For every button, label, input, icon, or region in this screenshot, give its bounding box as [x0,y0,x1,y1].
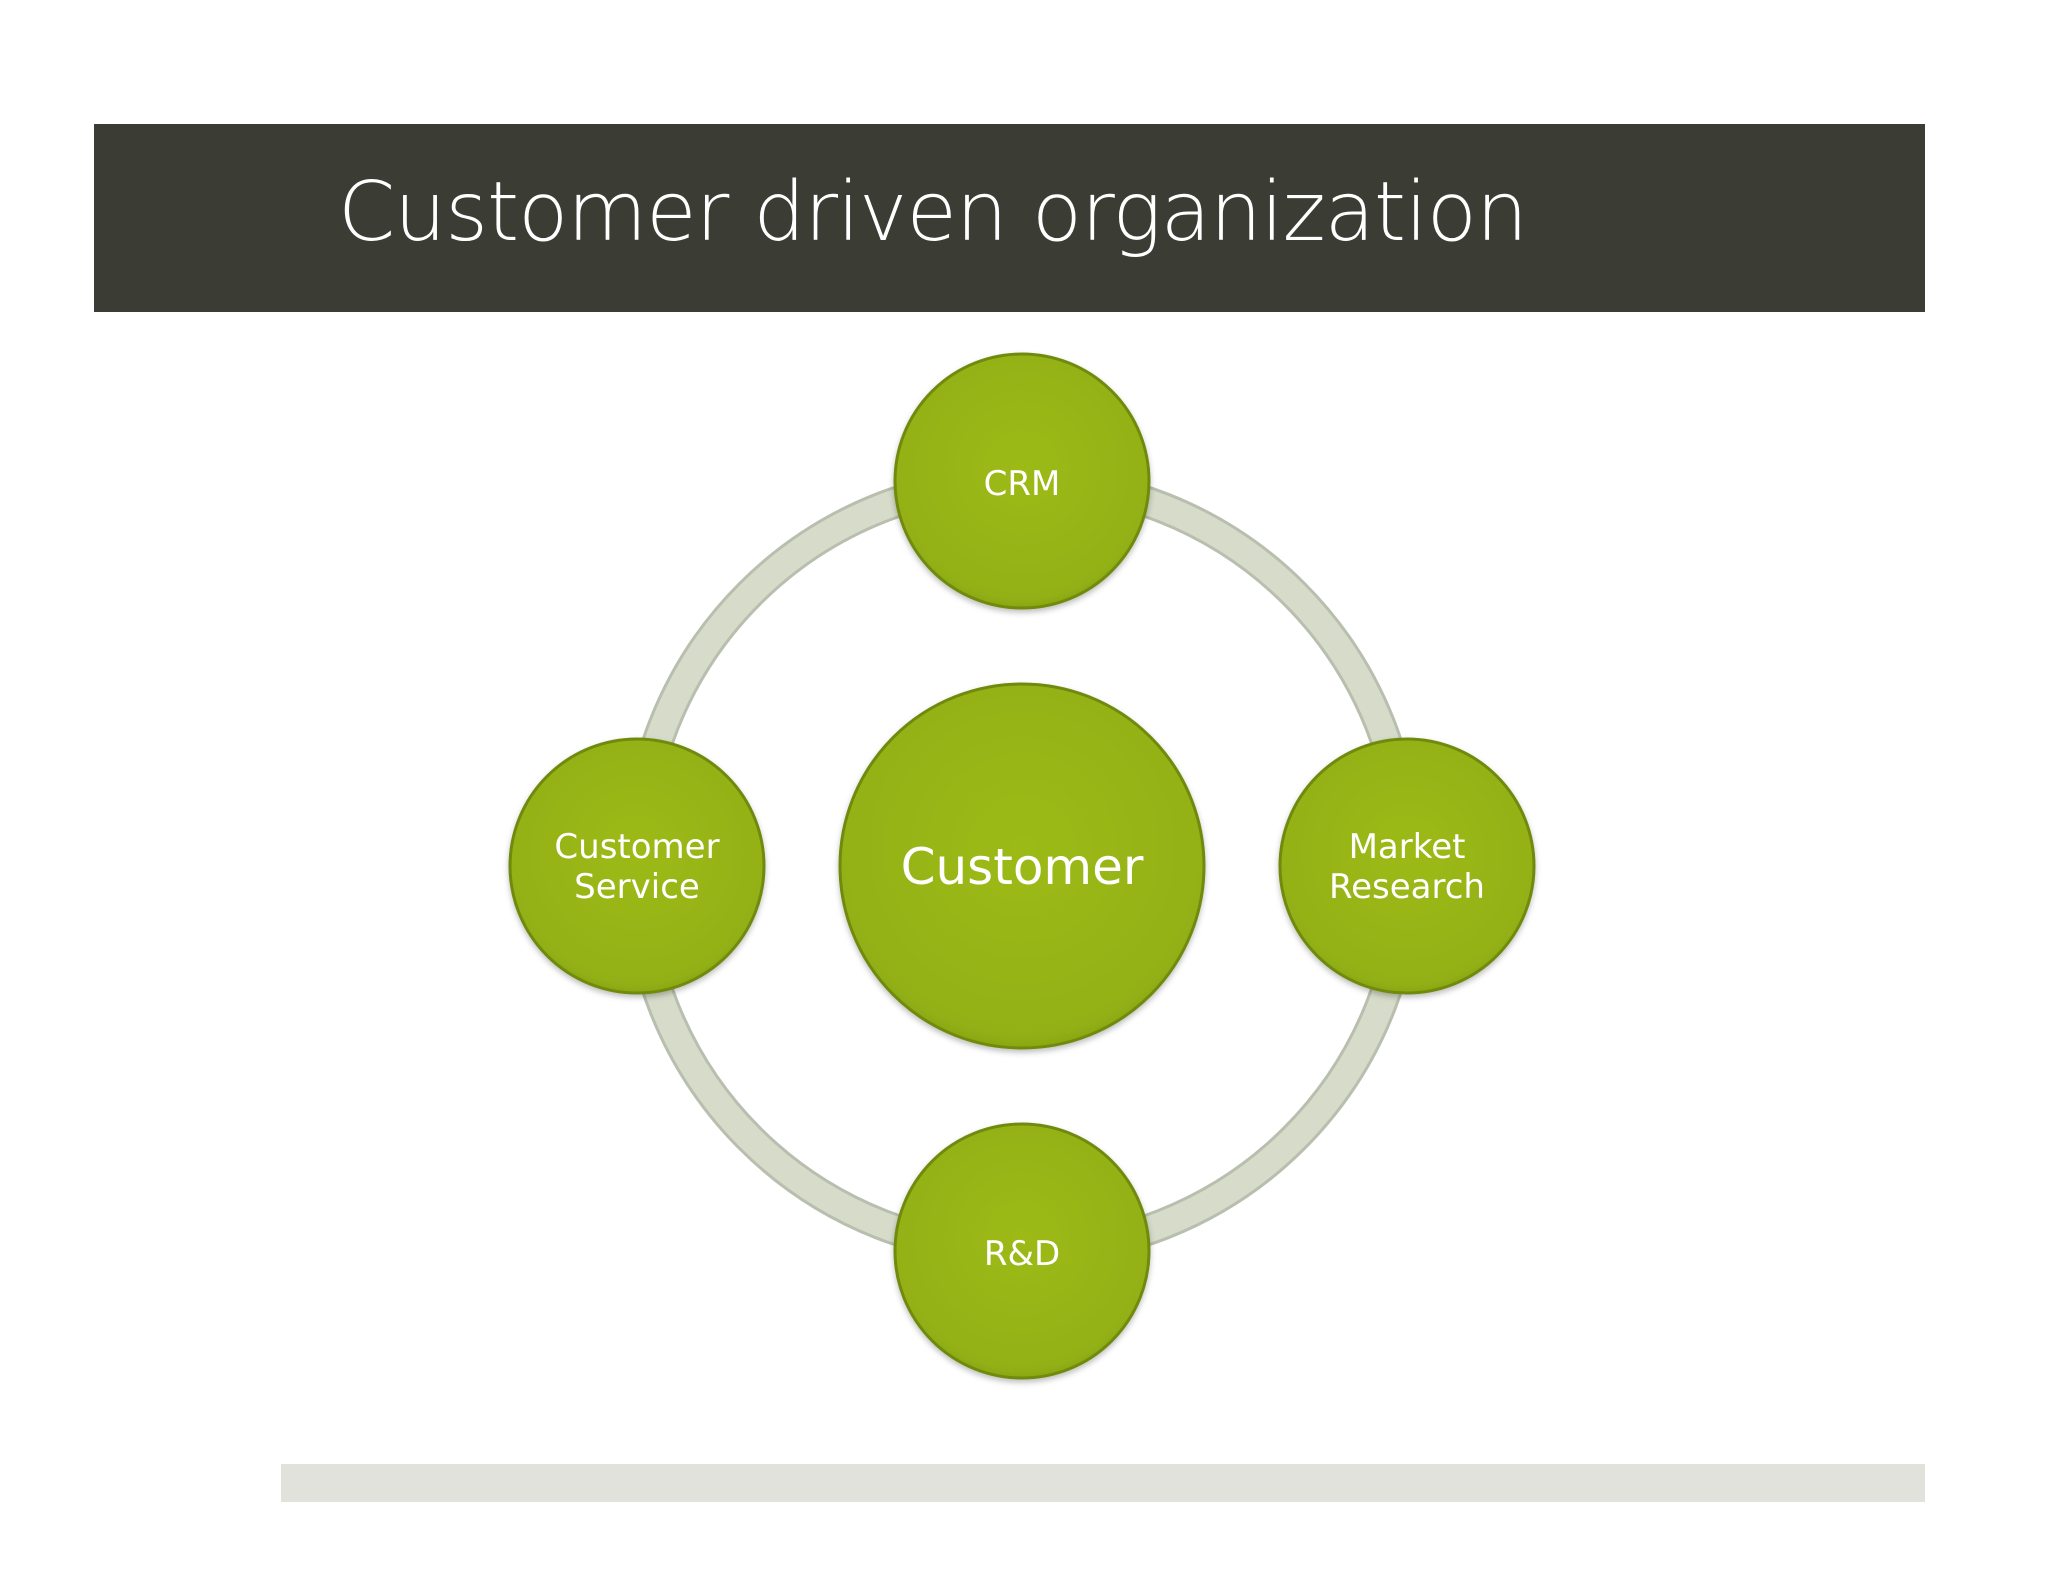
node-r-and-d: R&D [893,1122,1151,1380]
node-market-research-label-line2: Research [1329,867,1485,907]
node-customer-service: Customer Service [508,737,766,995]
node-crm: CRM [893,352,1151,610]
title-bar [94,124,1925,312]
slide-title: Customer driven organization [338,165,1528,260]
node-r-and-d-label: R&D [984,1234,1060,1274]
node-market-research-label-line1: Market [1349,827,1466,867]
center-node-label: Customer [901,838,1144,896]
node-crm-label: CRM [984,464,1061,504]
node-market-research: Market Research [1278,737,1536,995]
footer-bar [281,1464,1925,1502]
node-customer-service-label-line1: Customer [554,827,719,867]
node-customer-service-label-line2: Service [574,867,700,907]
center-node: Customer [838,682,1206,1050]
